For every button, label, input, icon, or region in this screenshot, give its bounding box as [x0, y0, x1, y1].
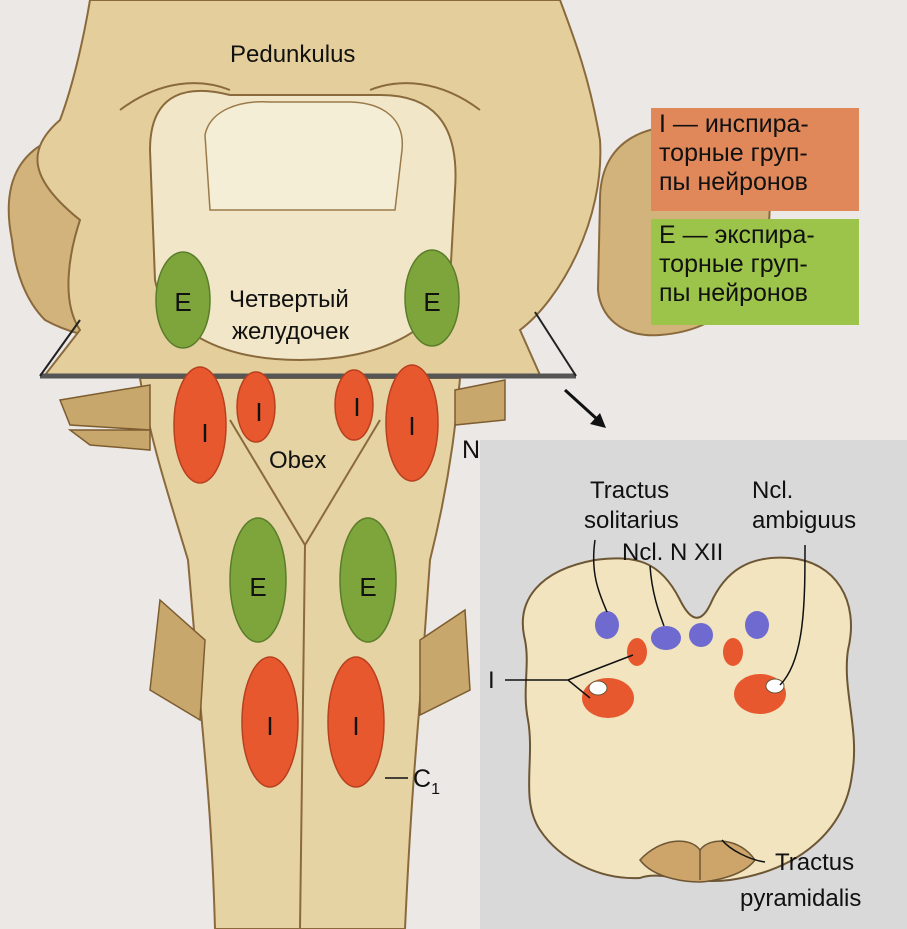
inspiratory-nucleus-small-right — [723, 638, 743, 666]
ncl-ambiguus-label-line1: Ncl. — [752, 477, 793, 504]
c1-base: C — [413, 765, 431, 793]
fourth-ventricle-label-line1: Четвертый — [229, 286, 349, 313]
tractus-solitarius-label-line1: Tractus — [590, 477, 669, 504]
i-mark-inner-right: I — [353, 392, 360, 422]
tractus-solitarius-label-line2: solitarius — [584, 507, 679, 534]
inspiratory-nucleus-small-left — [627, 638, 647, 666]
tractus-pyramidalis-label-line1: Tractus — [775, 849, 854, 876]
c1-subscript: 1 — [431, 781, 440, 798]
e-mark-lower-left: E — [249, 572, 266, 602]
obex-label: Obex — [269, 447, 326, 474]
tractus-pyramidalis-label-line2: pyramidalis — [740, 885, 861, 912]
fourth-ventricle-label-line2: желудочек — [232, 318, 349, 345]
i-mark-inner-left: I — [255, 397, 262, 427]
nucleus-tractus-solitarius-left — [595, 611, 619, 639]
nucleus-xii-right — [689, 623, 713, 647]
nucleus-xii-left — [651, 626, 681, 650]
legend-expiratory-line2: торные груп- — [659, 250, 851, 279]
i-mark-lower-right: I — [352, 711, 359, 741]
legend-expiratory: E — экспира- торные груп- пы нейронов — [651, 219, 859, 325]
cross-section-inset: Tractus solitarius Ncl. ambiguus Ncl. N … — [480, 440, 907, 929]
e-mark-upper-right: E — [423, 287, 440, 317]
i-mark-outer-right: I — [408, 411, 415, 441]
ncl-ambiguus-label-line2: ambiguus — [752, 507, 856, 534]
inspiratory-group-outer-left — [174, 367, 226, 483]
nucleus-tractus-solitarius-right — [745, 611, 769, 639]
i-mark-lower-left: I — [266, 711, 273, 741]
legend-inspiratory-line3: пы нейронов — [659, 168, 851, 197]
i-mark-outer-left: I — [201, 418, 208, 448]
ncl-ambiguus-marker-left — [589, 681, 607, 695]
legend-expiratory-line3: пы нейронов — [659, 279, 851, 308]
ncl-n-xii-label: Ncl. N XII — [622, 539, 723, 566]
ncl-ambiguus-marker-right — [766, 679, 784, 693]
legend-inspiratory: I — инспира- торные груп- пы нейронов — [651, 108, 859, 211]
inset-i-label: I — [488, 667, 495, 694]
e-mark-lower-right: E — [359, 572, 376, 602]
legend-inspiratory-line1: I — инспира- — [659, 110, 851, 139]
legend-inspiratory-line2: торные груп- — [659, 139, 851, 168]
e-mark-upper-left: E — [174, 287, 191, 317]
pedunkulus-label: Pedunkulus — [230, 41, 355, 68]
legend-expiratory-line1: E — экспира- — [659, 221, 851, 250]
